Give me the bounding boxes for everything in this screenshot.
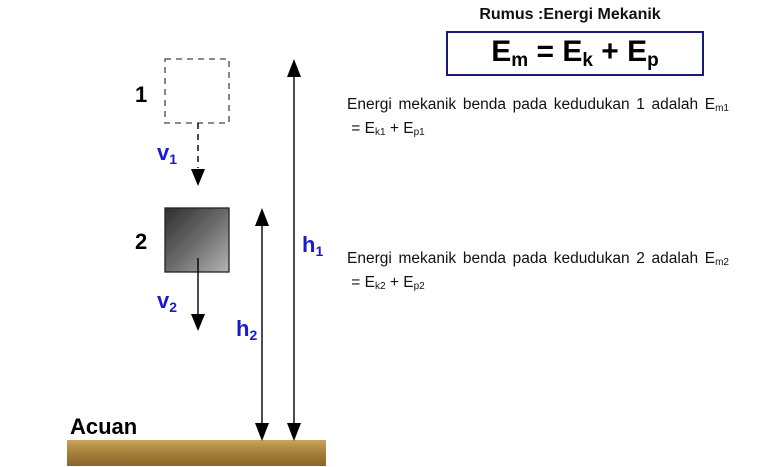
velocity-label-2: v2 [157, 288, 178, 315]
block-position-1-outline [164, 58, 230, 124]
height-label-2: h2 [236, 316, 258, 343]
formula-box: Em = Ek + Ep [446, 31, 704, 76]
formula-title: Rumus :Energi Mekanik [479, 6, 661, 23]
velocity-arrow-2-head [191, 314, 205, 331]
height-arrow-h2-bottom [255, 423, 269, 441]
velocity-label-1: v1 [157, 140, 178, 167]
description-position-2: Energi mekanik benda pada kedudukan 2 ad… [347, 250, 729, 292]
height-arrow-h2-top [255, 208, 269, 226]
ground-surface [67, 440, 326, 466]
position-label-2: 2 [135, 229, 148, 254]
height-arrow-h1-bottom [287, 423, 301, 441]
height-arrow-h1-top [287, 59, 301, 77]
height-label-1: h1 [302, 232, 324, 259]
position-label-1: 1 [135, 82, 148, 107]
description-position-1: Energi mekanik benda pada kedudukan 1 ad… [347, 96, 729, 138]
reference-label: Acuan [70, 414, 138, 439]
energy-formula: Em = Ek + Ep [491, 35, 659, 71]
block-position-2 [164, 207, 230, 273]
velocity-arrow-1-head [191, 169, 205, 186]
